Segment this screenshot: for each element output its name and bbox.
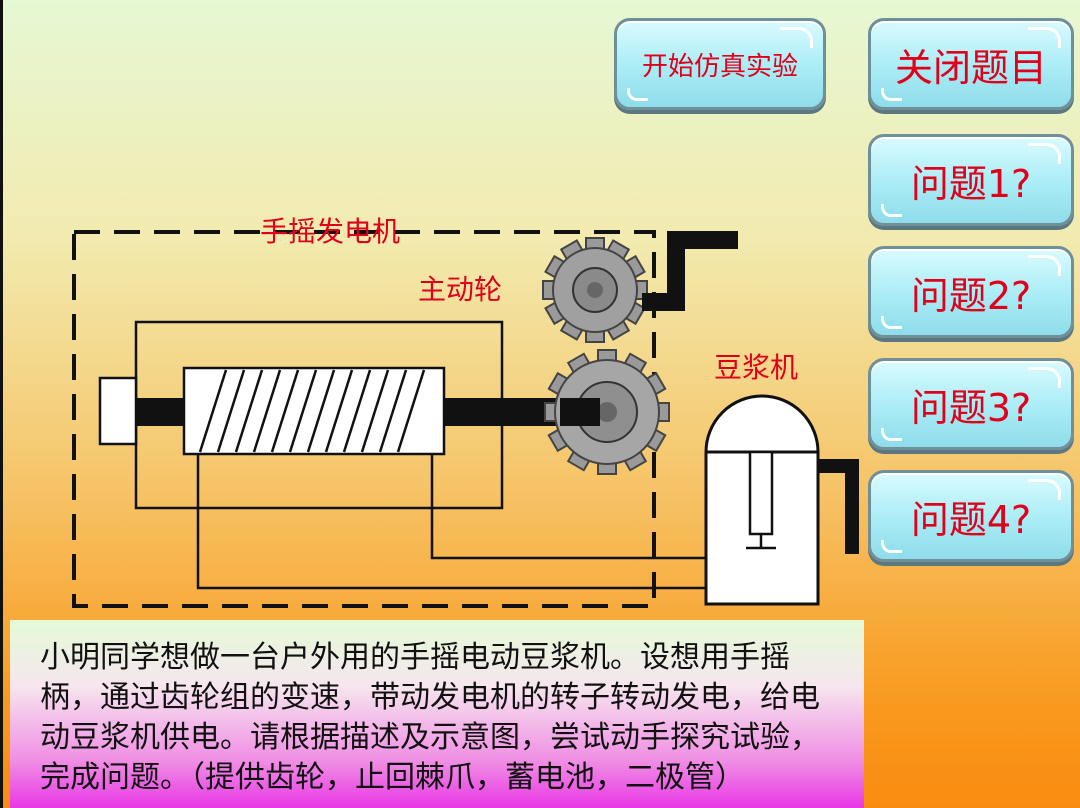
crank-handle: [642, 231, 738, 311]
wire-upper: [430, 454, 706, 560]
question-1-button[interactable]: 问题1?: [868, 134, 1074, 226]
close-question-label: 关闭题目: [894, 45, 1047, 90]
question-3-label: 问题3?: [910, 385, 1032, 430]
drive-gear-label: 主动轮: [418, 273, 503, 306]
left-border: [0, 0, 3, 808]
start-simulation-button[interactable]: 开始仿真实验: [614, 18, 826, 110]
drive-gear: [542, 237, 648, 343]
question-2-label: 问题2?: [910, 273, 1032, 318]
question-4-button[interactable]: 问题4?: [868, 470, 1074, 562]
wire-lower: [196, 454, 706, 590]
question-2-button[interactable]: 问题2?: [868, 246, 1074, 338]
problem-description: 小明同学想做一台户外用的手摇电动豆浆机。设想用手摇柄，通过齿轮组的变速，带动发电…: [10, 620, 864, 808]
question-4-label: 问题4?: [910, 497, 1032, 542]
question-1-label: 问题1?: [910, 161, 1032, 206]
soymilk-label: 豆浆机: [714, 351, 799, 384]
driven-gear: [544, 349, 670, 475]
end-cap: [98, 376, 138, 446]
soymilk-machine: [704, 394, 859, 606]
generator-label: 手摇发电机: [260, 215, 401, 248]
close-question-button[interactable]: 关闭题目: [868, 18, 1074, 110]
rotor-coil: [182, 366, 446, 456]
start-simulation-label: 开始仿真实验: [641, 51, 798, 82]
question-3-button[interactable]: 问题3?: [868, 358, 1074, 450]
